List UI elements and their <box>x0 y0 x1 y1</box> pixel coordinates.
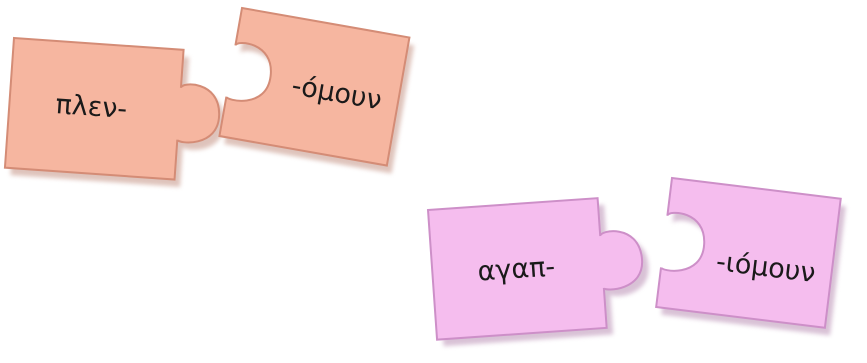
puzzle-pair-2: αγαπ- -ιόμουν <box>427 177 846 347</box>
puzzle-piece-suffix-2[interactable]: -ιόμουν <box>655 177 846 336</box>
stem-label-1: πλεν- <box>55 89 129 125</box>
puzzle-pair-1: πλεν- -όμουν <box>3 7 415 190</box>
stem-label-2: αγαπ- <box>477 251 557 287</box>
puzzle-piece-suffix-1[interactable]: -όμουν <box>218 7 415 174</box>
puzzle-piece-stem-2[interactable]: αγαπ- <box>427 194 654 347</box>
puzzle-piece-stem-1[interactable]: πλεν- <box>3 37 230 190</box>
